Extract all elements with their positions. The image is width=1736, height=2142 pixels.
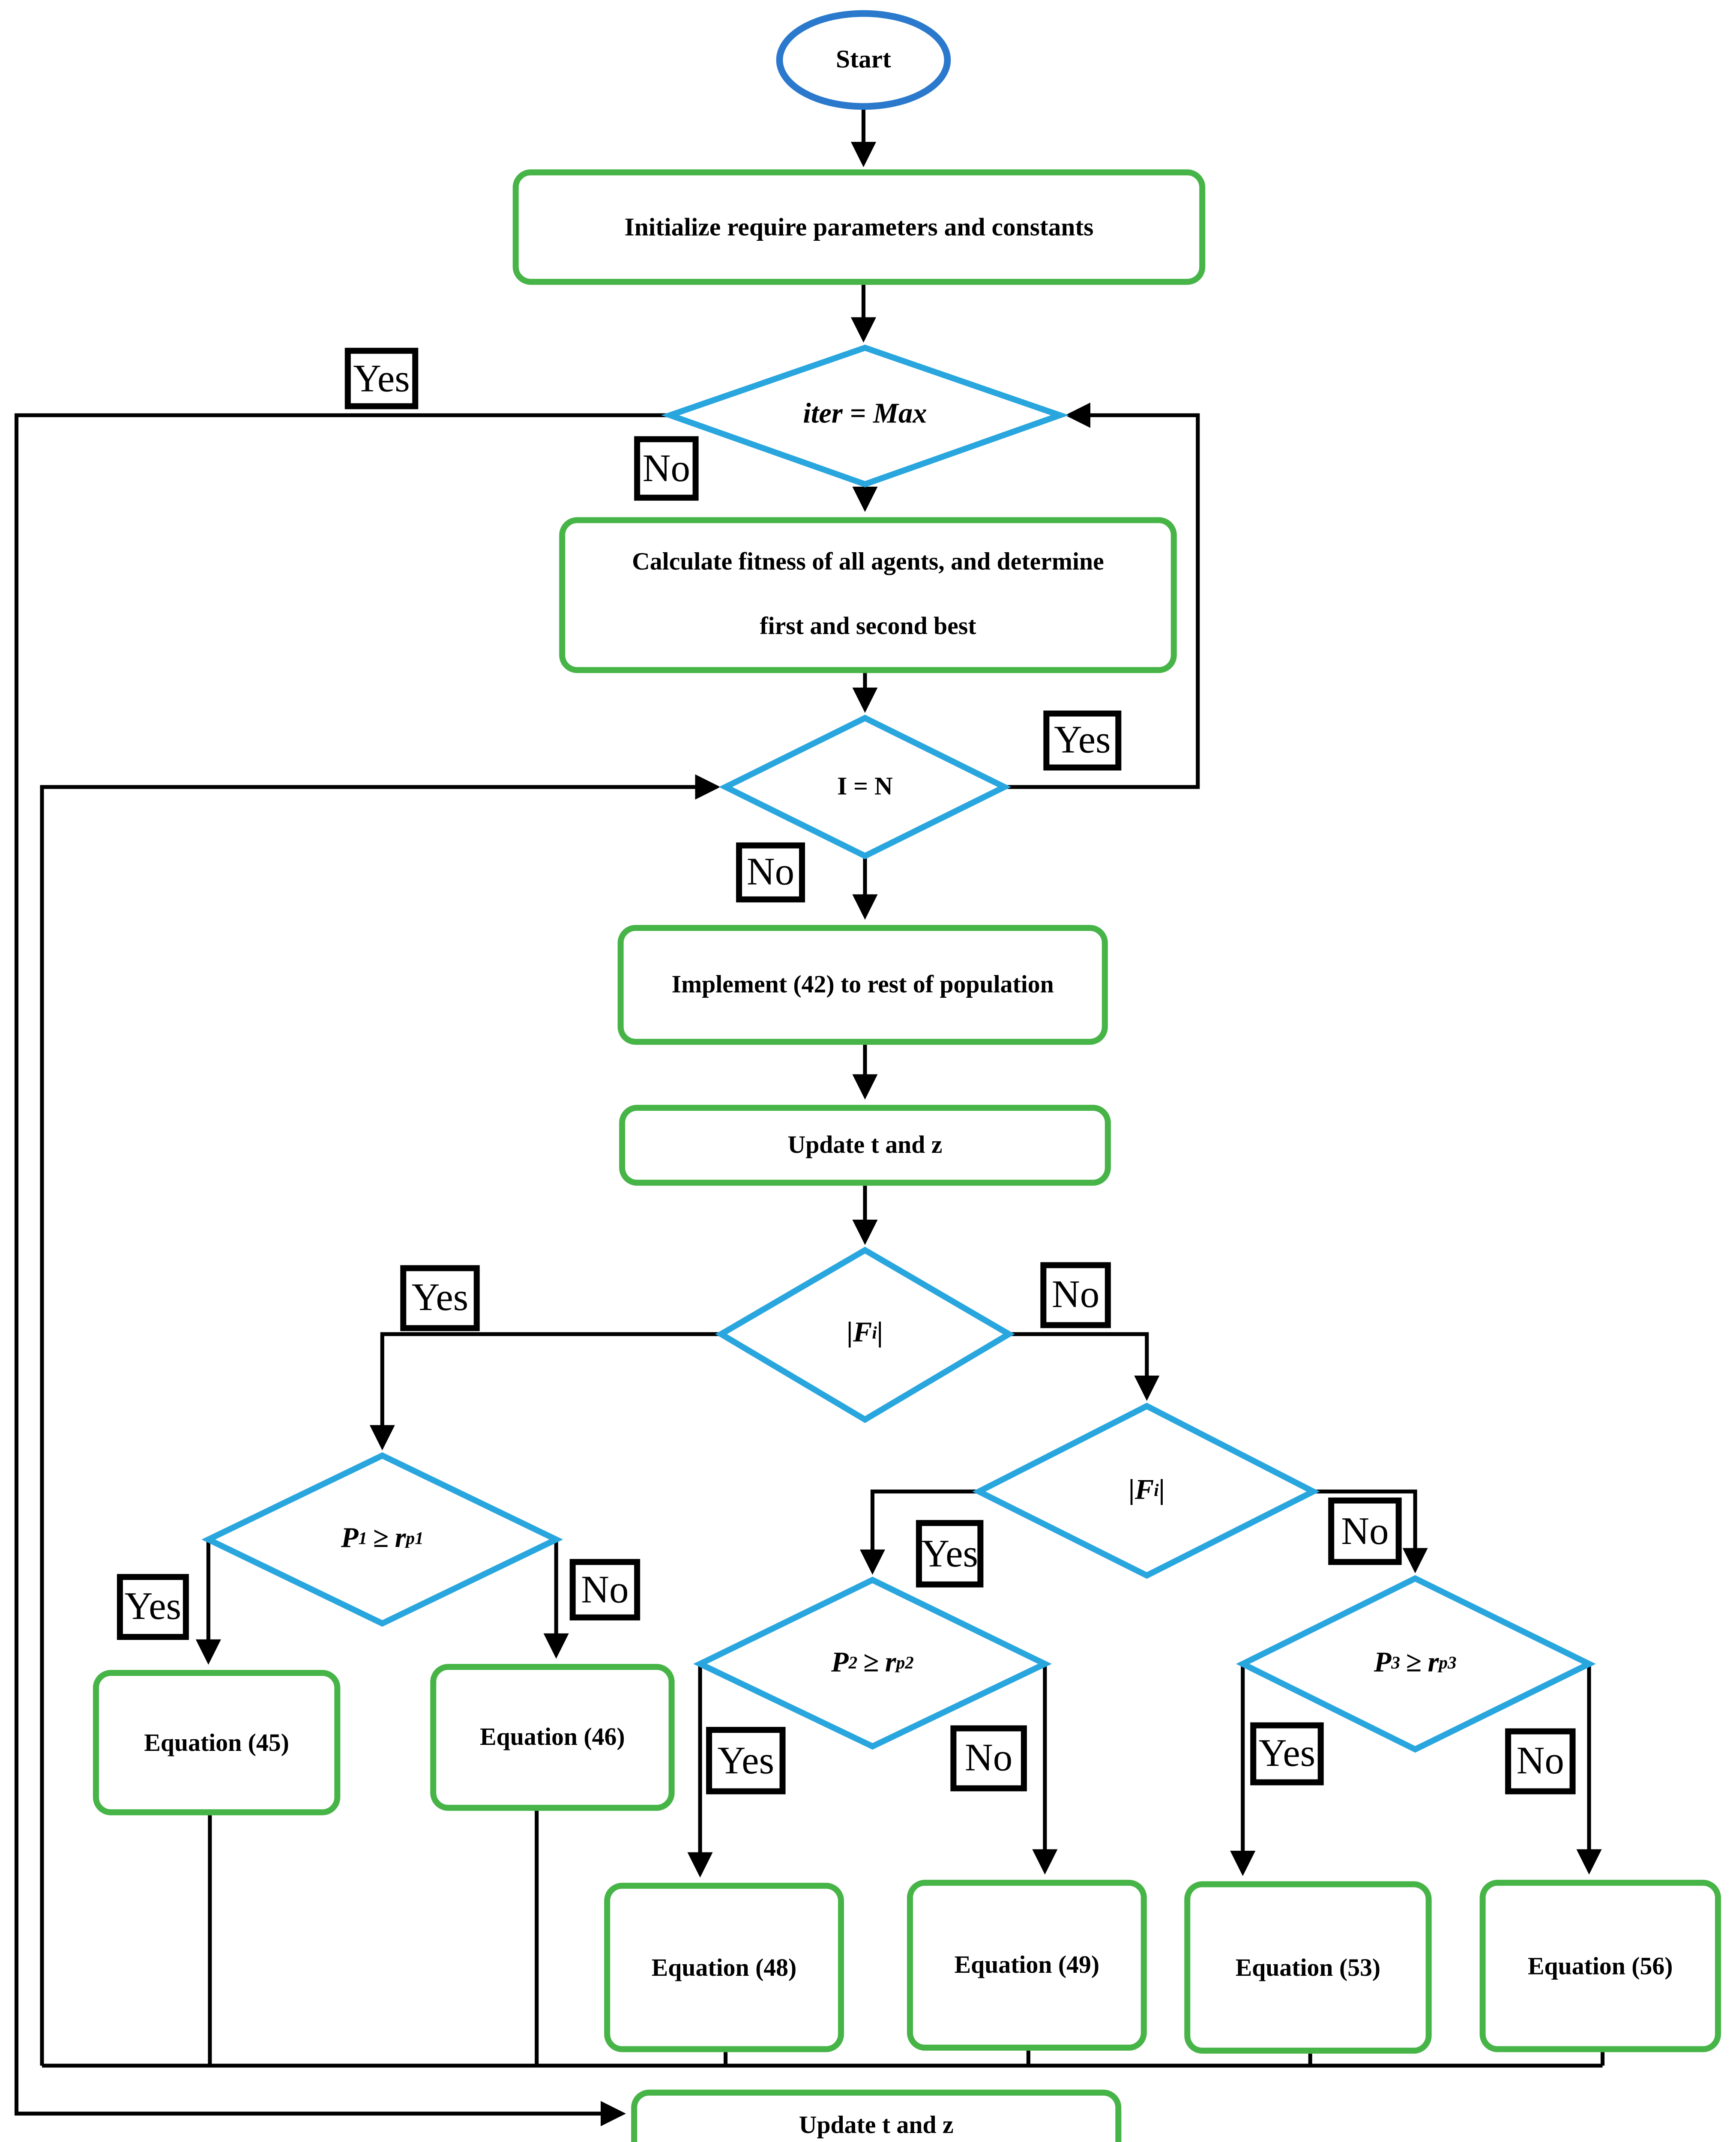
branch-in-yes: Yes bbox=[1043, 710, 1122, 771]
process-update-t-z-1: Update t and z bbox=[619, 1104, 1111, 1186]
process-equation-46: Equation (46) bbox=[430, 1664, 675, 1811]
process-equation-53: Equation (53) bbox=[1184, 1881, 1432, 2054]
arrow-fi1-no-to-fi2 bbox=[1009, 1332, 1160, 1401]
diamond-p3 bbox=[1236, 1575, 1596, 1753]
diamond-p1 bbox=[201, 1452, 563, 1627]
process-calculate-fitness: Calculate fitness of all agents, and det… bbox=[559, 517, 1177, 673]
branch-p1-yes: Yes bbox=[117, 1574, 189, 1640]
process-equation-48: Equation (48) bbox=[604, 1882, 844, 2052]
arrow-loopback-to-in bbox=[40, 774, 721, 2066]
process-initialize: Initialize require parameters and consta… bbox=[512, 169, 1206, 285]
branch-p3-yes: Yes bbox=[1250, 1722, 1324, 1786]
branch-in-no: No bbox=[736, 842, 805, 903]
branch-iter-no: No bbox=[634, 436, 699, 501]
branch-p3-no: No bbox=[1505, 1728, 1576, 1795]
branch-fi1-no: No bbox=[1040, 1262, 1111, 1328]
calc-line-1: Calculate fitness of all agents, and det… bbox=[632, 547, 1104, 576]
process-equation-56: Equation (56) bbox=[1479, 1879, 1721, 2052]
arrow-in-yes-loop-to-iter bbox=[1004, 402, 1200, 789]
diamond-iter-max bbox=[661, 344, 1069, 488]
process-equation-45: Equation (45) bbox=[93, 1669, 341, 1816]
diamond-fi-2 bbox=[972, 1403, 1320, 1579]
branch-p2-yes: Yes bbox=[706, 1726, 786, 1795]
process-implement-42: Implement (42) to rest of population bbox=[617, 924, 1108, 1045]
arrow-fi1-yes-to-p1 bbox=[369, 1332, 721, 1451]
arrow-iter-yes-to-update2 bbox=[14, 413, 670, 2127]
arrow-fi2-no-to-p3 bbox=[1313, 1490, 1428, 1574]
branch-iter-yes: Yes bbox=[344, 347, 419, 410]
branch-fi2-yes: Yes bbox=[916, 1520, 984, 1588]
arrow-fi2-yes-to-p2 bbox=[859, 1490, 979, 1575]
start-terminal bbox=[776, 10, 951, 110]
branch-p2-no: No bbox=[950, 1725, 1027, 1792]
process-update-t-z-2: Update t and z bbox=[631, 2089, 1122, 2142]
process-equation-49: Equation (49) bbox=[907, 1879, 1147, 2051]
diamond-i-equals-n bbox=[718, 715, 1012, 859]
calc-line-2: first and second best bbox=[760, 611, 976, 640]
branch-fi2-no: No bbox=[1328, 1497, 1402, 1565]
branch-p1-no: No bbox=[569, 1559, 641, 1621]
branch-fi1-yes: Yes bbox=[400, 1265, 480, 1331]
diamond-p2 bbox=[693, 1577, 1052, 1750]
diamond-fi-1 bbox=[715, 1247, 1015, 1423]
